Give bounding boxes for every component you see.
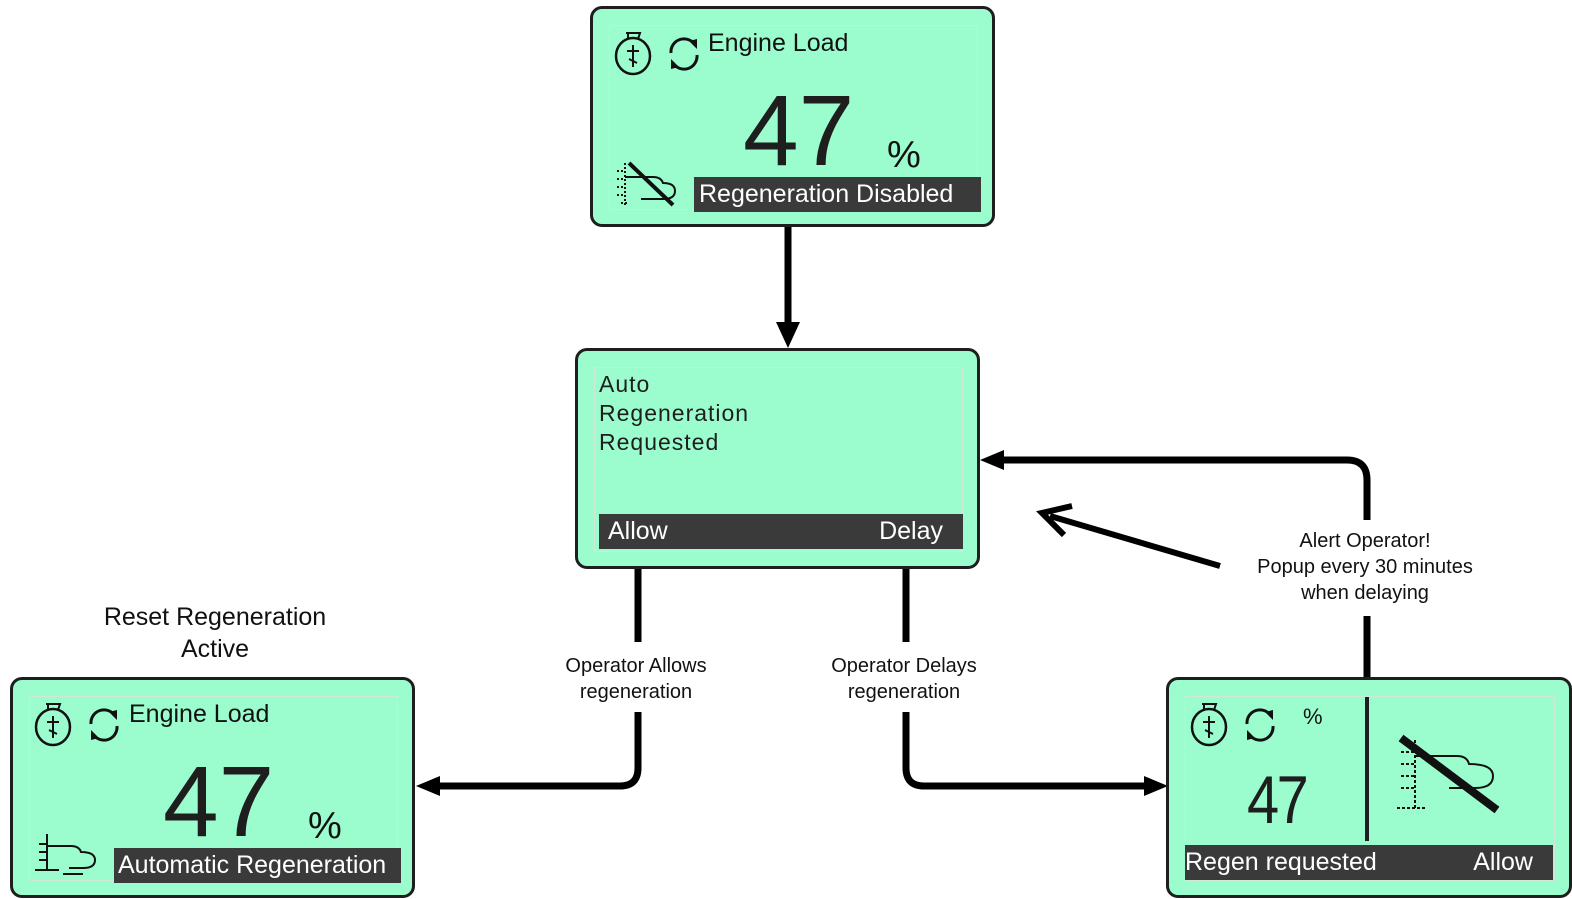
screen-title: Engine Load xyxy=(708,29,849,57)
operator-allows-label: Operator Allows regeneration xyxy=(536,653,736,705)
regen-inhibit-icon xyxy=(1393,734,1505,814)
engine-load-value: 47 xyxy=(743,75,855,187)
regen-disabled-icon xyxy=(613,159,681,211)
caption-line: Reset Regeneration xyxy=(103,603,327,631)
alert-pointer-arrow xyxy=(1036,503,1221,569)
operator-delays-label: Operator Delays regeneration xyxy=(804,653,1004,705)
label-line: Operator Allows xyxy=(565,655,707,677)
rotation-icon xyxy=(1239,704,1281,746)
message-line-2: Regeneration xyxy=(599,400,750,426)
label-line: when delaying xyxy=(1301,582,1429,604)
rotation-icon xyxy=(83,704,125,746)
alert-operator-label: Alert Operator! Popup every 30 minutes w… xyxy=(1224,528,1506,606)
arrow-top-to-middle xyxy=(776,226,800,348)
arrow-bottom-right-to-middle xyxy=(980,450,1371,678)
screen-title: Engine Load xyxy=(129,700,270,728)
label-line: regeneration xyxy=(579,681,693,703)
screen-engine-load-regen-disabled: Engine Load 47 % Regeneration Disabled xyxy=(590,6,995,227)
screen-engine-load-auto-regen: Engine Load 47 % Automatic Regeneration xyxy=(10,677,415,898)
status-bar: Automatic Regeneration xyxy=(114,848,401,883)
label-line: Operator Delays xyxy=(831,655,977,677)
rotation-icon xyxy=(663,33,705,75)
softkey-bar: Regen requested Allow xyxy=(1185,845,1553,880)
engine-load-value: 47 xyxy=(163,746,275,858)
message-line-1: Auto xyxy=(599,371,651,397)
softkey-bar: Allow Delay xyxy=(599,514,963,549)
reset-regen-caption: Reset Regeneration Active xyxy=(60,601,370,665)
engine-load-unit: % xyxy=(887,134,921,176)
arrow-middle-to-bottom-left xyxy=(416,568,642,796)
allow-softkey[interactable]: Allow xyxy=(608,517,668,545)
screen-inner-border xyxy=(1185,696,1555,881)
regen-requested-status: Regen requested xyxy=(1185,848,1377,876)
engine-icon xyxy=(32,700,74,748)
engine-load-unit: % xyxy=(1303,704,1323,729)
message-line-3: Requested xyxy=(599,429,720,455)
label-line: Popup every 30 minutes xyxy=(1257,556,1473,578)
allow-softkey[interactable]: Allow xyxy=(1473,848,1533,876)
engine-icon xyxy=(1188,700,1230,748)
engine-load-value: 47 xyxy=(1247,762,1309,838)
label-line: regeneration xyxy=(847,681,961,703)
caption-line: Active xyxy=(180,635,250,663)
label-line: Alert Operator! xyxy=(1299,530,1431,552)
screen-auto-regen-requested: Auto Regeneration Requested Allow Delay xyxy=(575,348,980,569)
status-bar: Regeneration Disabled xyxy=(694,177,981,212)
engine-load-unit: % xyxy=(308,805,342,847)
regen-active-icon xyxy=(33,830,103,880)
delay-softkey[interactable]: Delay xyxy=(879,517,943,545)
arrow-middle-to-bottom-right xyxy=(902,568,1168,796)
screen-regen-requested-popup: % 47 Regen requested Allow xyxy=(1166,677,1572,898)
engine-icon xyxy=(612,29,654,77)
panel-divider xyxy=(1365,697,1369,841)
screen-inner-border xyxy=(594,367,963,552)
